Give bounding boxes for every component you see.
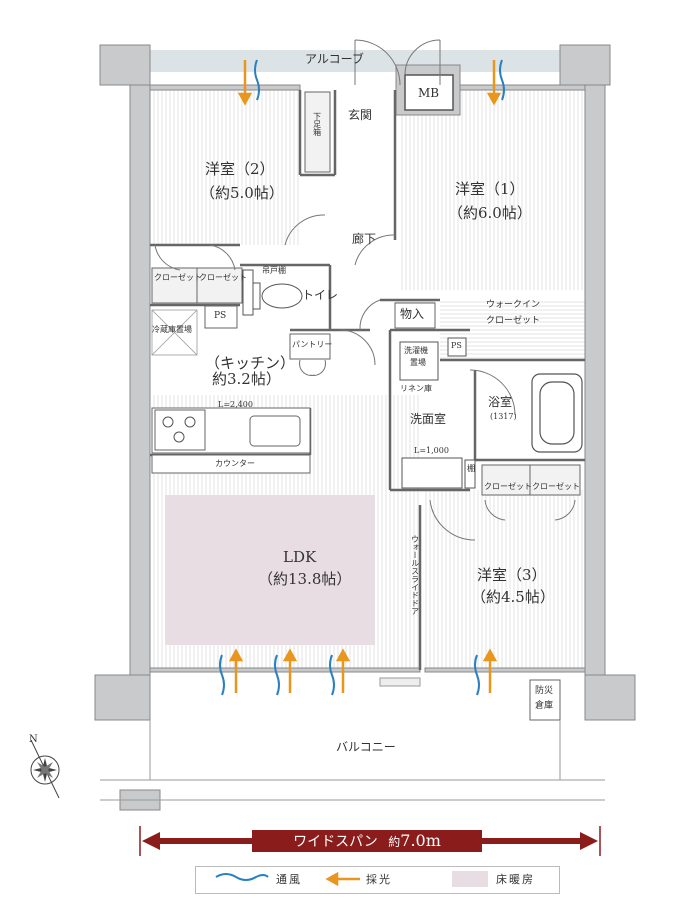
- compass-icon: N: [29, 734, 60, 799]
- span-banner-text: ワイドスパン: [293, 834, 378, 850]
- interior-walls: [150, 90, 585, 670]
- mb-box: [404, 74, 454, 111]
- label-closet-4: クローゼット: [532, 482, 580, 491]
- label-ps-1: PS: [214, 311, 227, 321]
- label-kitchen-size: 約3.2帖）: [212, 370, 281, 388]
- legend: 通風 採光 床暖房: [195, 866, 560, 894]
- label-walkin-2: クローゼット: [486, 316, 541, 326]
- label-western-3-size: （約4.5帖）: [471, 588, 555, 606]
- label-hanging-shelf: 吊戸棚: [262, 266, 286, 275]
- floor-western-2: [150, 90, 300, 245]
- legend-lighting: 採光: [366, 873, 392, 886]
- label-toilet: トイレ: [302, 288, 339, 302]
- floor-heating-swatch: [452, 871, 488, 887]
- label-western-2-size: （約5.0帖）: [200, 184, 284, 202]
- label-bathroom-size: (1317): [490, 412, 517, 421]
- label-bathroom: 浴室: [488, 395, 513, 409]
- label-fridge: 冷蔵庫置場: [152, 325, 192, 334]
- label-alcove: アルコーブ: [305, 52, 364, 66]
- fridge-space: [151, 309, 198, 356]
- label-walkin-1: ウォークイン: [486, 300, 541, 310]
- label-kitchen-len: L=2,400: [218, 400, 253, 409]
- label-pantry: パントリー: [292, 340, 333, 349]
- label-washer-2: 置場: [410, 358, 426, 367]
- label-wall-slide-door: ウォールスライドドア: [410, 535, 420, 615]
- label-shoe-box: 下足箱: [312, 112, 322, 136]
- label-genkan: 玄関: [348, 108, 373, 122]
- floor-heating-zone: [165, 495, 375, 645]
- small-fixtures: [204, 302, 561, 721]
- label-closet-2: クローゼット: [199, 273, 247, 282]
- label-mb: MB: [418, 86, 440, 100]
- light-arrows: [228, 60, 502, 887]
- label-western-1-size: （約6.0帖）: [448, 204, 532, 222]
- label-closet-1: クローゼット: [154, 273, 202, 282]
- label-storage: 物入: [400, 307, 425, 321]
- label-disaster-storage-1: 防災: [535, 686, 554, 696]
- label-counter: カウンター: [215, 459, 255, 468]
- span-banner-shape: [139, 826, 601, 856]
- label-corridor: 廊下: [352, 232, 377, 246]
- label-kitchen: （キッチン）: [205, 354, 296, 372]
- airflow-markers: [215, 59, 505, 881]
- span-banner-prefix: 約: [388, 835, 401, 849]
- washroom-fixtures: [399, 337, 476, 489]
- label-washroom: 洗面室: [410, 412, 447, 426]
- legend-ventilation: 通風: [276, 873, 302, 886]
- label-ldk: LDK: [283, 548, 317, 566]
- label-linen: リネン庫: [400, 384, 432, 393]
- svg-text:N: N: [29, 734, 38, 745]
- label-balcony: バルコニー: [336, 740, 396, 754]
- legend-floor-heating: 床暖房: [496, 873, 535, 886]
- label-disaster-storage-2: 倉庫: [535, 701, 554, 711]
- kitchen-counter: [151, 407, 311, 474]
- balcony: [100, 677, 605, 801]
- label-western-2: 洋室（2）: [205, 160, 275, 178]
- span-banner: ワイドスパン 約7.0m: [252, 830, 482, 852]
- label-ldk-size: （約13.8帖）: [258, 570, 352, 588]
- label-western-1: 洋室（1）: [455, 180, 525, 198]
- label-ps-2: PS: [451, 341, 462, 350]
- bathtub: [531, 373, 583, 453]
- label-shelf: 棚: [466, 464, 476, 472]
- label-western-3: 洋室（3）: [477, 566, 547, 584]
- label-washroom-len: L=1,000: [414, 446, 449, 455]
- closets: [151, 91, 581, 496]
- toilet-fixture: [242, 269, 303, 316]
- floor-western-1: [400, 90, 585, 290]
- label-closet-3: クローゼット: [484, 482, 532, 491]
- doors: [154, 39, 576, 541]
- span-banner-value: 7.0m: [400, 831, 441, 850]
- label-washer-1: 洗濯機: [404, 346, 428, 355]
